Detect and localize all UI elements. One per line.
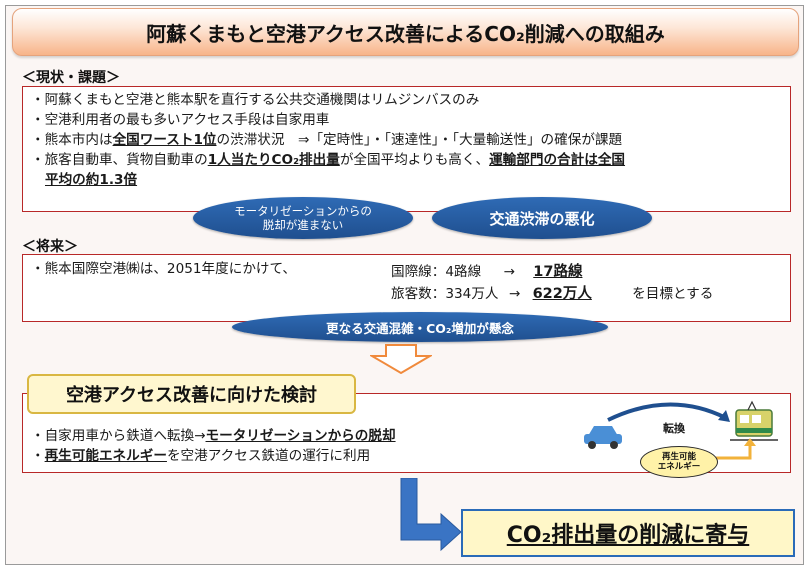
future-line-1: ・熊本国際空港㈱は、2051年度にかけて、: [31, 261, 297, 277]
current-heading: ＜現状・課題＞: [22, 70, 120, 86]
current-box: ・阿蘇くまもと空港と熊本駅を直行する公共交通機関はリムジンバスのみ ・空港利用者…: [22, 86, 791, 212]
page-title: 阿蘇くまもと空港アクセス改善によるCO₂削減への取組み: [12, 8, 799, 56]
study-line-1: ・自家用車から鉄道へ転換→モータリゼーションからの脱却: [31, 428, 396, 444]
routes-target: 17路線: [533, 264, 583, 280]
train-icon: [730, 400, 778, 441]
ellipse-traffic: 交通渋滞の悪化: [432, 197, 652, 239]
pax-target: 622万人: [532, 286, 592, 302]
current-line-2: ・空港利用者の最も多いアクセス手段は自家用車: [31, 112, 330, 128]
current-line-1: ・阿蘇くまもと空港と熊本駅を直行する公共交通機関はリムジンバスのみ: [31, 92, 480, 108]
study-heading: 空港アクセス改善に向けた検討: [27, 374, 356, 414]
routes-row: 国際線：4路線 → 17路線: [391, 264, 583, 280]
renewable-energy-badge: 再生可能 エネルギー: [640, 446, 718, 478]
ellipse-motorization: モータリゼーションからの 脱却が進まない: [193, 197, 413, 239]
study-line-2: ・再生可能エネルギーを空港アクセス鉄道の運行に利用: [31, 448, 371, 464]
worst-ranking: 全国ワースト1位: [112, 132, 217, 148]
pax-row: 旅客数：334万人 → 622万人 を目標とする: [391, 286, 714, 302]
ellipse-congestion: 更なる交通混雑・CO₂増加が懸念: [232, 312, 608, 342]
conversion-illustration: [584, 400, 778, 460]
future-box: ・熊本国際空港㈱は、2051年度にかけて、 国際線：4路線 → 17路線 旅客数…: [22, 254, 791, 322]
down-arrow-icon: [370, 344, 432, 374]
current-line-5: 平均の約1.3倍: [45, 172, 138, 188]
result-box: CO₂排出量の削減に寄与: [461, 509, 795, 557]
car-icon: [584, 426, 622, 449]
future-heading: ＜将来＞: [22, 239, 78, 255]
result-arrow-icon: [400, 478, 462, 552]
convert-label: 転換: [663, 422, 685, 435]
current-line-4: ・旅客自動車、貨物自動車の1人当たりCO₂排出量が全国平均よりも高く、運輸部門の…: [31, 152, 626, 168]
current-line-3: ・熊本市内は全国ワースト1位の渋滞状況 ⇒「定時性」・「速達性」・「大量輸送性」…: [31, 132, 623, 148]
